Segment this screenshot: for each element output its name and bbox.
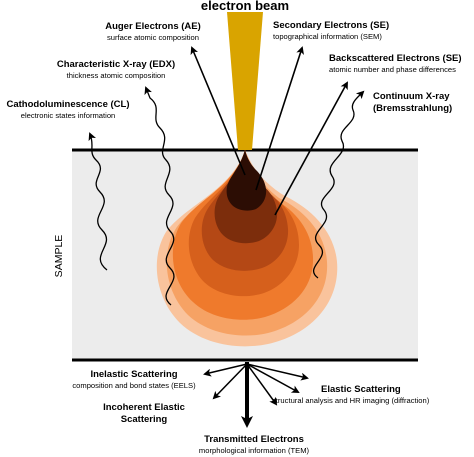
volume-core (226, 150, 267, 211)
label-auger: Auger Electrons (AE) surface atomic comp… (105, 21, 201, 42)
continuum-wavy-arrow (312, 90, 365, 279)
inelastic-arrow (203, 363, 248, 377)
secondary-desc: topographical information (SEM) (273, 32, 382, 41)
label-elastic: Elastic Scattering structural analysis a… (272, 384, 430, 405)
cl-wavy-arrow (88, 132, 108, 271)
label-secondary: Secondary Electrons (SE) topographical i… (273, 20, 389, 41)
backscattered-desc: atomic number and phase differences (329, 65, 456, 74)
label-edx: Characteristic X-ray (EDX) thickness ato… (57, 59, 175, 80)
edx-wavy-arrow (144, 86, 175, 306)
interaction-volume (156, 150, 338, 347)
incoherent-desc: Scattering (121, 414, 168, 425)
continuum-title: Continuum X-ray (373, 91, 450, 102)
transmitted-desc: morphological information (TEM) (199, 446, 310, 455)
edx-title: Characteristic X-ray (EDX) (57, 59, 175, 70)
backscattered-title: Backscattered Electrons (SE) (329, 53, 462, 64)
elastic-arrow-2 (246, 363, 300, 393)
auger-desc: surface atomic composition (107, 33, 199, 42)
sample-label: SAMPLE (53, 235, 65, 278)
continuum-desc: (Bremsstrahlung) (373, 103, 452, 114)
elastic-title: Elastic Scattering (321, 384, 401, 395)
backscattered-arrow (274, 81, 348, 216)
elastic-arrow-1 (246, 363, 309, 381)
edx-desc: thickness atomic composition (67, 71, 166, 80)
cl-title: Cathodoluminescence (CL) (7, 99, 130, 110)
secondary-arrow (255, 46, 304, 191)
label-incoherent: Incoherent Elastic Scattering (103, 402, 185, 425)
auger-arrow (190, 46, 246, 176)
beam-label: electron beam (201, 0, 289, 13)
incoherent-arrow (212, 363, 248, 400)
label-cl: Cathodoluminescence (CL) electronic stat… (7, 99, 130, 120)
elastic-desc: structural analysis and HR imaging (diff… (272, 396, 430, 405)
label-transmitted: Transmitted Electrons morphological info… (199, 434, 310, 455)
inelastic-title: Inelastic Scattering (90, 369, 177, 380)
auger-title: Auger Electrons (AE) (105, 21, 201, 32)
inelastic-desc: composition and bond states (EELS) (72, 381, 196, 390)
label-backscattered: Backscattered Electrons (SE) atomic numb… (329, 53, 462, 74)
label-continuum: Continuum X-ray (Bremsstrahlung) (373, 91, 452, 114)
secondary-title: Secondary Electrons (SE) (273, 20, 389, 31)
label-inelastic: Inelastic Scattering composition and bon… (72, 369, 196, 390)
electron-beam (227, 12, 263, 150)
transmitted-title: Transmitted Electrons (204, 434, 304, 445)
incoherent-title: Incoherent Elastic (103, 402, 185, 413)
elastic-arrow-3 (246, 363, 278, 406)
cl-desc: electronic states information (21, 111, 116, 120)
